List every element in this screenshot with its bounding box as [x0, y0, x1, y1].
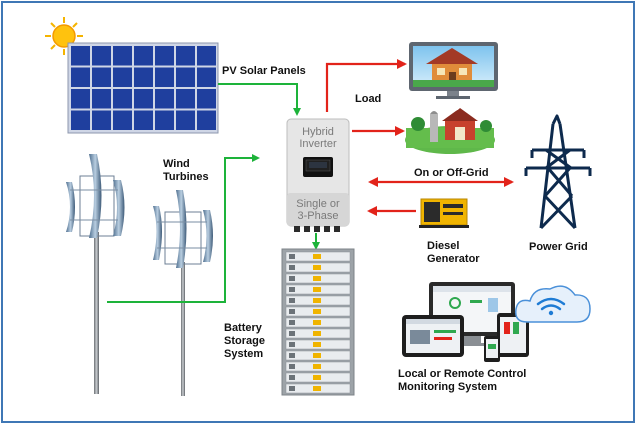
wind-label-line1: Wind	[163, 158, 190, 170]
inverter-bottom-line1: Single or	[296, 198, 340, 210]
solar-cell	[134, 89, 153, 109]
solar-cell	[113, 46, 132, 66]
pv-panels-label: PV Solar Panels	[222, 65, 306, 77]
solar-cell	[176, 110, 195, 130]
load-label: Load	[355, 93, 382, 105]
battery-module	[285, 372, 351, 383]
battery-module	[285, 284, 351, 295]
battery-module	[285, 273, 351, 284]
solar-cell	[155, 46, 174, 66]
solar-cell	[197, 67, 216, 87]
solar-cell	[197, 110, 216, 130]
solar-cell	[113, 89, 132, 109]
battery-label: Battery Storage System	[224, 322, 265, 361]
inverter-bottom-line2: 3-Phase	[297, 210, 339, 222]
solar-cell	[197, 89, 216, 109]
power-grid-label: Power Grid	[529, 241, 588, 253]
solar-cell	[113, 110, 132, 130]
solar-panel-icon	[67, 42, 219, 134]
solar-cell	[134, 110, 153, 130]
inverter-top-label: Hybrid Inverter	[289, 126, 347, 150]
solar-cell	[176, 46, 195, 66]
solar-cell	[71, 67, 90, 87]
solar-cell	[71, 110, 90, 130]
solar-cell	[71, 89, 90, 109]
battery-module	[285, 317, 351, 328]
farm-icon	[405, 102, 495, 154]
battery-module	[285, 262, 351, 273]
solar-cell	[134, 46, 153, 66]
battery-label-line3: System	[224, 348, 264, 360]
solar-cell	[92, 89, 111, 109]
battery-label-line1: Battery	[224, 322, 262, 334]
battery-module	[285, 306, 351, 317]
inverter-bottom-label: Single or 3-Phase	[289, 198, 347, 222]
monitoring-label-line1: Local or Remote Control	[398, 368, 527, 380]
battery-rack-icon	[281, 248, 355, 396]
inverter-top-line2: Inverter	[299, 138, 337, 150]
monitoring-label: Local or Remote Control Monitoring Syste…	[398, 368, 526, 394]
battery-module	[285, 383, 351, 394]
grid-link-label: On or Off-Grid	[414, 167, 489, 179]
house-monitor-icon	[409, 42, 498, 99]
monitoring-label-line2: Monitoring System	[398, 381, 498, 393]
solar-cell	[176, 89, 195, 109]
solar-cell	[113, 67, 132, 87]
solar-cell	[176, 67, 195, 87]
battery-module	[285, 295, 351, 306]
battery-module	[285, 328, 351, 339]
diesel-generator-icon	[419, 198, 469, 228]
solar-cell	[155, 89, 174, 109]
diagram-frame	[1, 1, 635, 423]
battery-module	[285, 339, 351, 350]
dc-flow-lines	[107, 83, 320, 303]
wind-turbine-icon	[153, 190, 213, 396]
diesel-generator-label: Diesel Generator	[427, 240, 480, 266]
solar-cell	[134, 67, 153, 87]
solar-cell	[155, 110, 174, 130]
diesel-label-line1: Diesel	[427, 240, 460, 252]
ac-flow-lines	[325, 59, 514, 216]
monitoring-devices-icon	[402, 282, 529, 362]
battery-module	[285, 251, 351, 262]
sun-icon	[45, 17, 83, 55]
solar-cell	[92, 46, 111, 66]
wind-label-line2: Turbines	[163, 171, 209, 183]
solar-cell	[92, 67, 111, 87]
battery-label-line2: Storage	[224, 335, 265, 347]
solar-cell	[71, 46, 90, 66]
wind-turbine-icon	[66, 154, 125, 394]
inverter-top-line1: Hybrid	[302, 126, 334, 138]
hybrid-inverter-icon	[286, 118, 350, 232]
solar-cell	[92, 110, 111, 130]
battery-module	[285, 361, 351, 372]
wind-turbines-label: Wind Turbines	[163, 158, 209, 184]
battery-module	[285, 350, 351, 361]
solar-cell	[155, 67, 174, 87]
power-grid-tower-icon	[524, 114, 592, 230]
solar-cell	[197, 46, 216, 66]
diesel-label-line2: Generator	[427, 253, 480, 265]
wifi-cloud-icon	[514, 285, 591, 323]
